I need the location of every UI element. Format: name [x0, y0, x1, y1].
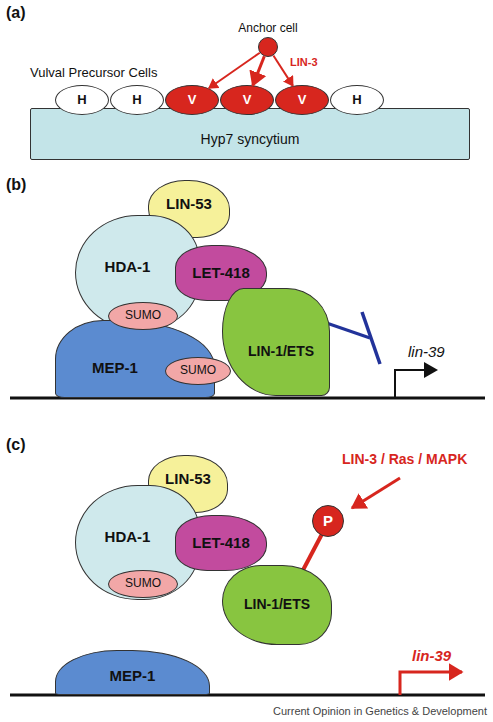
node-text: H	[77, 93, 86, 107]
pathway-label: LIN-3 / Ras / MAPK	[342, 452, 467, 467]
signal-arrow	[253, 56, 265, 85]
node-text: LET-418	[192, 265, 250, 282]
node-text: H	[132, 93, 141, 107]
phosphate-circle: P	[312, 505, 344, 537]
node-text: MEP-1	[92, 360, 138, 377]
node-text: SUMO	[180, 364, 216, 377]
signal-arrow	[352, 478, 400, 508]
node-text: HDA-1	[105, 259, 151, 276]
signal-label: LIN-3	[290, 56, 318, 68]
cell-group-label: Vulval Precursor Cells	[30, 66, 157, 80]
sumo-tag: SUMO	[165, 357, 231, 385]
node-text: LIN-1/ETS	[248, 344, 314, 359]
anchor-cell: Anchor cell	[258, 37, 278, 57]
node-text: V	[298, 93, 307, 107]
hypodermal-cell: H	[55, 85, 109, 115]
panel-letter: (b)	[6, 176, 26, 194]
node-text: V	[243, 93, 252, 107]
node-text: LIN-53	[165, 471, 211, 488]
vulval-cell: V	[165, 85, 219, 115]
node-text: LIN-1/ETS	[244, 597, 310, 612]
gene-arrow	[395, 370, 436, 398]
vulval-cell: V	[220, 85, 274, 115]
protein-blob: LIN-1/ETS	[222, 288, 330, 396]
syncytium-band: Hyp7 syncytium	[30, 108, 470, 160]
sumo-tag: SUMO	[108, 302, 178, 330]
active-gene-arrow	[400, 672, 462, 695]
hypodermal-cell: H	[330, 85, 384, 115]
phospho-link	[302, 534, 322, 572]
node-text: Hyp7 syncytium	[201, 132, 300, 147]
hypodermal-cell: H	[110, 85, 164, 115]
panel-letter: (c)	[6, 436, 26, 454]
gene-label: lin-39	[408, 344, 445, 361]
journal-watermark: Current Opinion in Genetics & Developmen…	[273, 705, 487, 717]
cell-label: Anchor cell	[238, 22, 297, 35]
node-text: LET-418	[192, 535, 250, 552]
protein-blob: LIN-1/ETS	[222, 565, 332, 645]
node-text: P	[323, 513, 333, 530]
gene-label: lin-39	[412, 648, 451, 665]
protein-blob: LET-418	[175, 515, 267, 571]
protein-blob: MEP-1	[55, 650, 210, 695]
node-text: MEP-1	[110, 668, 156, 685]
node-text: SUMO	[125, 309, 161, 322]
panel-letter: (a)	[6, 4, 26, 22]
inhibition-bar	[362, 312, 380, 364]
node-text: V	[188, 93, 197, 107]
sumo-tag: SUMO	[108, 570, 178, 598]
node-text: H	[352, 93, 361, 107]
node-text: LIN-53	[166, 196, 212, 213]
signal-arrow	[209, 53, 260, 89]
node-text: SUMO	[125, 577, 161, 590]
node-text: HDA-1	[105, 529, 151, 546]
vulval-cell: V	[275, 85, 329, 115]
